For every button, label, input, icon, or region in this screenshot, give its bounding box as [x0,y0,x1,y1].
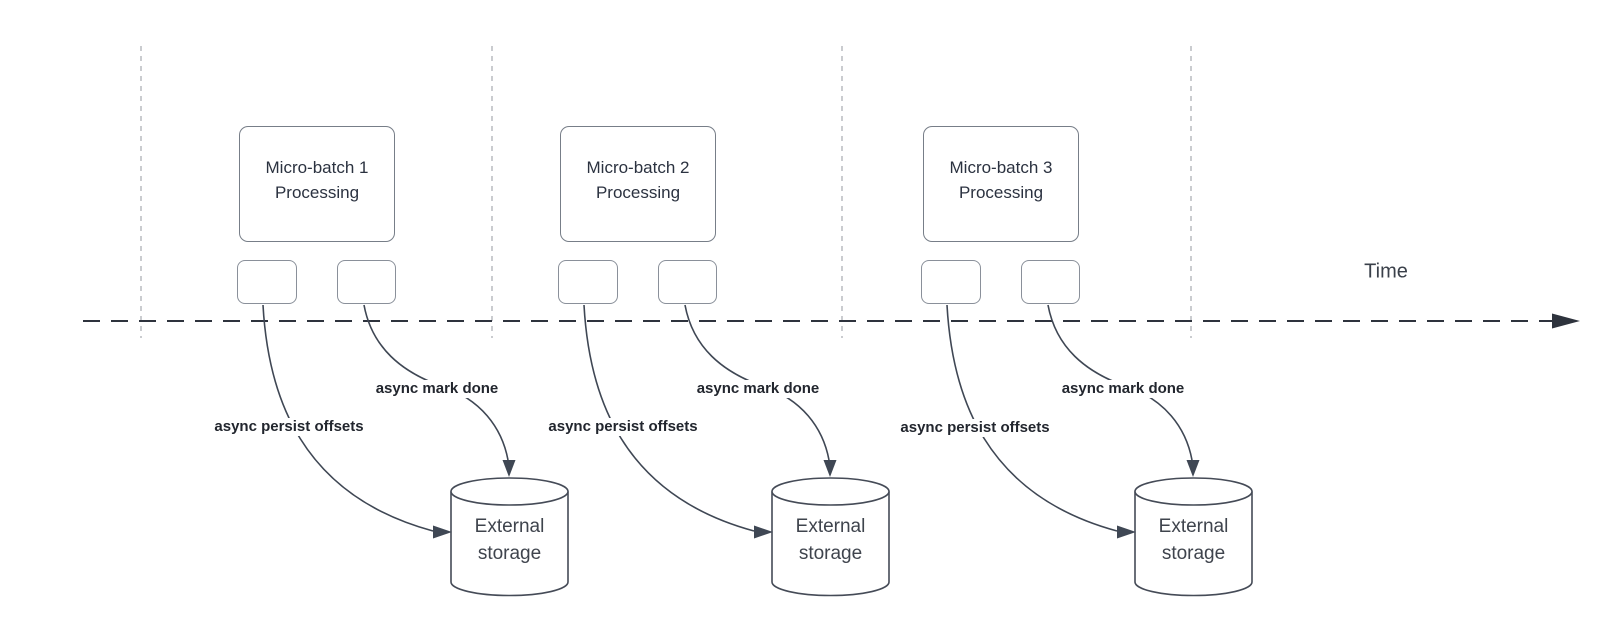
offset-task-box [237,260,297,304]
micro-batch-1-processing-box: Micro-batch 1 Processing [239,126,395,242]
persist-offsets-connector [946,304,1118,532]
batch-title: Micro-batch 2 [586,158,690,177]
persist-offsets-arrowhead-icon [1117,525,1136,539]
mark-done-label: async mark done [1058,380,1188,398]
persist-offsets-arrowhead-icon [433,525,452,539]
persist-offsets-label: async persist offsets [211,418,367,436]
mark-done-label: async mark done [372,380,502,398]
storage-cylinder-body [1134,491,1253,597]
time-axis-arrowhead-icon [1552,313,1580,329]
storage-line2: storage [477,543,542,564]
commit-task-box [337,260,396,304]
external-storage-label: External storage [772,513,889,567]
commit-task-box [658,260,717,304]
batch-title: Micro-batch 1 [265,158,369,177]
storage-cylinder-top [450,477,569,506]
batch-subtitle: Processing [595,183,681,202]
batch-subtitle: Processing [958,183,1044,202]
storage-line1: External [795,516,866,537]
micro-batch-3-processing-box: Micro-batch 3 Processing [923,126,1079,242]
storage-line2: storage [1161,543,1226,564]
mark-done-arrowhead-icon [502,460,516,477]
external-storage-label: External storage [451,513,568,567]
batch-3-shapes [946,304,1253,597]
batch-title: Micro-batch 3 [949,158,1053,177]
storage-cylinder-body [771,491,890,597]
batch-interval-guides [140,46,1192,338]
persist-offsets-arrowhead-icon [754,525,773,539]
storage-line2: storage [798,543,863,564]
persist-offsets-label: async persist offsets [897,419,1053,437]
batch-subtitle: Processing [274,183,360,202]
mark-done-arrowhead-icon [823,460,837,477]
micro-batch-2-processing-box: Micro-batch 2 Processing [560,126,716,242]
external-storage-label: External storage [1135,513,1252,567]
time-axis-label: Time [1364,260,1408,283]
persist-offsets-connector [262,304,434,532]
persist-offsets-connector [583,304,755,532]
mark-done-arrowhead-icon [1186,460,1200,477]
mark-done-label: async mark done [693,380,823,398]
storage-cylinder-body [450,491,569,597]
offset-task-box [921,260,981,304]
storage-cylinder-top [1134,477,1253,506]
batch-1-shapes [262,304,569,597]
persist-offsets-label: async persist offsets [545,418,701,436]
storage-cylinder-top [771,477,890,506]
commit-task-box [1021,260,1080,304]
storage-line1: External [474,516,545,537]
storage-line1: External [1158,516,1229,537]
offset-task-box [558,260,618,304]
